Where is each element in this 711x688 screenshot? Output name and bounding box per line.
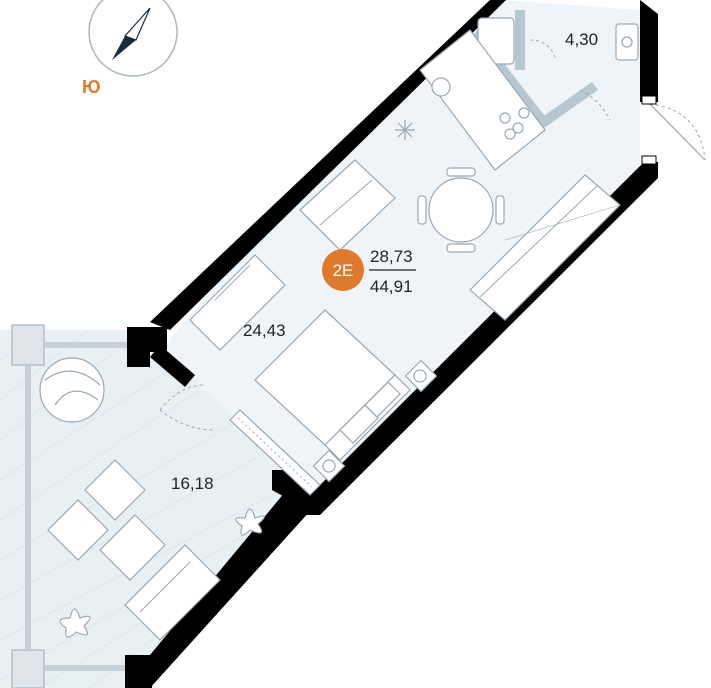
terrace-door-swing-2	[159, 409, 216, 431]
radiator	[229, 409, 321, 496]
compass-south-label: Ю	[82, 77, 101, 97]
terrace-area-label: 16,18	[171, 474, 214, 493]
sink-drain-icon	[621, 36, 633, 48]
living-area-value: 28,73	[370, 247, 413, 266]
compass-icon	[88, 0, 178, 77]
sofa	[299, 159, 396, 251]
desk	[189, 254, 286, 351]
total-area-value: 44,91	[370, 277, 413, 296]
door-jamb-top	[641, 95, 657, 105]
bed-pillow-2	[364, 381, 401, 418]
plant-icon-2	[59, 608, 91, 638]
bed-pillow-1	[339, 404, 379, 444]
terrace-post-top	[11, 324, 45, 366]
wall-step	[150, 345, 195, 387]
wall-main-diagonal	[150, 0, 506, 330]
umbrella-rib-2	[54, 390, 99, 406]
cooktop-icon	[499, 107, 530, 140]
dining-table	[428, 177, 494, 243]
bathroom-sink	[615, 23, 639, 61]
bathroom-partition-2	[538, 82, 598, 128]
wall-bottom-left	[125, 655, 152, 688]
entrance-door-leaf	[649, 103, 706, 161]
bathroom-door-swing	[529, 39, 557, 61]
wall-left-stub	[127, 327, 167, 367]
door-jamb-bottom	[641, 155, 657, 165]
bathroom-wall-stub	[515, 10, 525, 70]
apartment-type-badge	[322, 249, 364, 291]
dining-chair-top	[446, 167, 476, 177]
bathroom-area-label: 4,30	[565, 30, 598, 49]
terrace-sofa-line	[139, 561, 191, 613]
sofa-cushion-line	[319, 179, 373, 226]
nightstand-left	[312, 449, 346, 483]
terrace-post-bottom	[11, 649, 45, 688]
terrace-door-swing	[159, 384, 206, 411]
lamp-icon-right	[413, 369, 427, 383]
apartment-type-code: 2E	[333, 261, 354, 280]
umbrella-rib	[44, 370, 101, 386]
desk-line	[214, 264, 251, 301]
terrace-table	[99, 514, 166, 581]
terrace-sofa	[124, 544, 221, 641]
main-room-area-label: 24,43	[243, 321, 286, 340]
entrance-door-swing	[649, 103, 706, 161]
lounge-chair-2	[47, 499, 109, 561]
dining-chair-left	[417, 195, 427, 225]
snowflake-icon	[395, 120, 415, 140]
wall-lower-diagonal	[125, 480, 320, 688]
dining-chair-bottom	[446, 243, 476, 253]
lounge-chair-1	[84, 459, 146, 521]
wardrobe-diagonal-1	[479, 184, 599, 298]
nightstand-right	[404, 359, 438, 393]
terrace-umbrella	[39, 357, 105, 423]
lamp-icon-left	[322, 459, 336, 473]
dining-chair-right	[495, 195, 505, 225]
wall-right-upper	[640, 0, 658, 102]
wardrobe-line-2	[504, 204, 621, 241]
kitchen-counter	[419, 29, 546, 171]
kitchen-sink-icon	[431, 77, 451, 97]
plant-icon	[235, 508, 265, 536]
